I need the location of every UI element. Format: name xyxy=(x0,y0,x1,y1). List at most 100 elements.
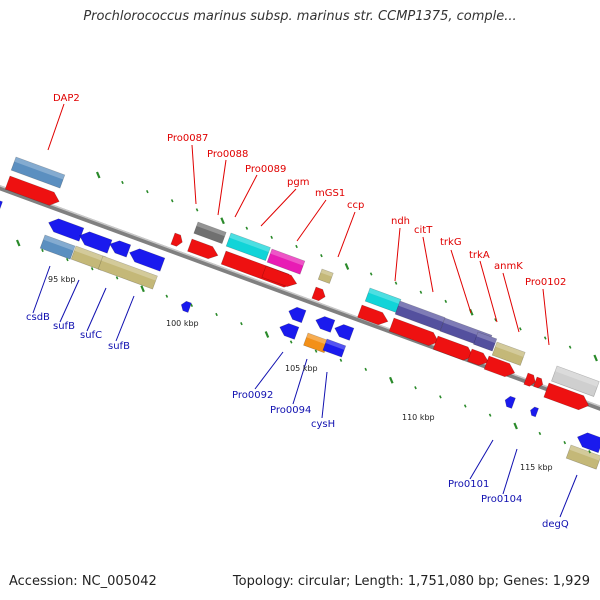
gene-label-pro0104[interactable]: Pro0104 xyxy=(481,494,522,505)
gene-label-pgm[interactable]: pgm xyxy=(287,177,309,188)
gene-label-ccp[interactable]: ccp xyxy=(347,200,364,211)
gene-feature[interactable] xyxy=(491,341,526,366)
gene-box xyxy=(10,156,66,189)
leader-line xyxy=(32,265,51,314)
gene-feature[interactable] xyxy=(46,216,85,242)
gene-feature[interactable] xyxy=(187,238,221,262)
gene-feature[interactable] xyxy=(170,232,185,248)
gene-feature[interactable] xyxy=(77,229,113,254)
gene-feature[interactable] xyxy=(503,395,516,409)
scale-label: 100 kbp xyxy=(166,319,199,328)
scale-tick-minor xyxy=(538,431,542,436)
scale-tick-minor xyxy=(146,189,149,194)
gene-feature[interactable] xyxy=(39,234,76,260)
gene-feature[interactable] xyxy=(193,221,227,245)
scale-tick-minor xyxy=(439,395,442,399)
gene-box-highlight xyxy=(101,256,158,281)
gene-arrow-forward xyxy=(170,232,183,247)
scale-tick-major xyxy=(344,263,350,270)
gene-box-highlight xyxy=(325,339,346,350)
gene-feature[interactable] xyxy=(551,365,600,397)
gene-label-pro0094[interactable]: Pro0094 xyxy=(270,405,311,416)
gene-label-ndh[interactable]: ndh xyxy=(391,216,410,227)
gene-feature[interactable] xyxy=(388,317,441,348)
scale-tick-major xyxy=(140,285,145,293)
gene-feature[interactable] xyxy=(322,338,347,358)
gene-feature[interactable] xyxy=(10,156,66,189)
scale-tick-minor xyxy=(66,257,69,262)
leader-line xyxy=(254,351,284,390)
gene-label-pro0101[interactable]: Pro0101 xyxy=(448,479,489,490)
scale-tick-minor xyxy=(463,404,467,408)
gene-feature[interactable] xyxy=(575,430,600,454)
gene-label-citt[interactable]: citT xyxy=(414,225,433,236)
gene-feature[interactable] xyxy=(108,238,132,258)
gene-feature[interactable] xyxy=(278,321,300,340)
gene-feature[interactable] xyxy=(533,376,545,389)
leader-line xyxy=(450,249,472,314)
gene-label-pro0102[interactable]: Pro0102 xyxy=(525,277,566,288)
gene-feature[interactable] xyxy=(314,314,336,333)
scale-tick-minor xyxy=(364,367,368,372)
leader-line xyxy=(479,260,498,323)
gene-feature[interactable] xyxy=(543,382,591,413)
label-layer: 95 kbp 100 kbp 105 kbp 110 kbp 115 kbp D… xyxy=(26,93,569,530)
gene-box-highlight xyxy=(555,366,600,387)
gene-label-sufb-2[interactable]: sufB xyxy=(108,341,130,352)
gene-feature[interactable] xyxy=(4,175,61,208)
gene-box-highlight xyxy=(476,332,497,344)
gene-label-pro0092[interactable]: Pro0092 xyxy=(232,390,273,401)
gene-feature[interactable] xyxy=(523,372,538,388)
gene-label-csdb[interactable]: csdB xyxy=(26,312,50,323)
gene-label-pro0087[interactable]: Pro0087 xyxy=(167,133,208,144)
gene-feature[interactable] xyxy=(266,248,306,275)
leader-line xyxy=(296,199,327,242)
gene-feature[interactable] xyxy=(287,305,307,324)
scale-tick-minor xyxy=(90,267,94,271)
gene-label-pro0088[interactable]: Pro0088 xyxy=(207,149,248,160)
gene-label-degq[interactable]: degQ xyxy=(542,519,569,530)
feature-layer xyxy=(0,156,600,470)
scale-tick-minor xyxy=(369,272,373,276)
gene-feature[interactable] xyxy=(333,322,355,341)
gene-feature[interactable] xyxy=(317,268,334,284)
gene-arrow-forward xyxy=(523,372,536,387)
gene-feature[interactable] xyxy=(432,335,475,363)
gene-feature[interactable] xyxy=(529,406,539,418)
scale-label: 115 kbp xyxy=(520,463,553,472)
gene-label-sufc[interactable]: sufC xyxy=(80,330,102,341)
gene-label-trka[interactable]: trkA xyxy=(469,250,490,261)
gene-feature[interactable] xyxy=(0,199,3,212)
gene-feature[interactable] xyxy=(483,355,517,379)
gene-feature[interactable] xyxy=(473,331,498,352)
gene-label-cysh[interactable]: cysH xyxy=(311,419,335,430)
gene-arrow-forward xyxy=(311,286,326,302)
gene-feature[interactable] xyxy=(127,246,166,272)
gene-feature[interactable] xyxy=(225,232,271,262)
tick-layer xyxy=(15,171,598,454)
gene-arrow-reverse xyxy=(334,324,355,341)
gene-box-highlight xyxy=(306,333,329,345)
gene-label-trkg[interactable]: trkG xyxy=(440,237,462,248)
gene-feature[interactable] xyxy=(467,348,491,368)
scale-tick-minor xyxy=(240,322,243,326)
gene-label-anmk[interactable]: anmK xyxy=(494,261,523,272)
gene-arrow-forward xyxy=(533,376,544,389)
gene-feature[interactable] xyxy=(565,444,600,470)
gene-feature[interactable] xyxy=(261,265,299,289)
gene-label-pro0089[interactable]: Pro0089 xyxy=(245,164,286,175)
gene-box xyxy=(97,255,158,290)
leader-line xyxy=(502,272,520,333)
gene-arrow-forward xyxy=(4,175,60,206)
scale-tick-minor xyxy=(414,386,417,390)
gene-feature[interactable] xyxy=(97,255,158,290)
gene-feature[interactable] xyxy=(180,300,192,313)
gene-label-sufb-1[interactable]: sufB xyxy=(53,321,75,332)
gene-feature[interactable] xyxy=(394,300,446,332)
gene-label-dap2[interactable]: DAP2 xyxy=(53,93,80,104)
gene-feature[interactable] xyxy=(357,304,391,328)
gene-feature[interactable] xyxy=(311,286,327,302)
leader-line xyxy=(422,236,434,293)
gene-box-highlight xyxy=(320,269,334,277)
gene-label-mgs1[interactable]: mGS1 xyxy=(315,188,345,199)
